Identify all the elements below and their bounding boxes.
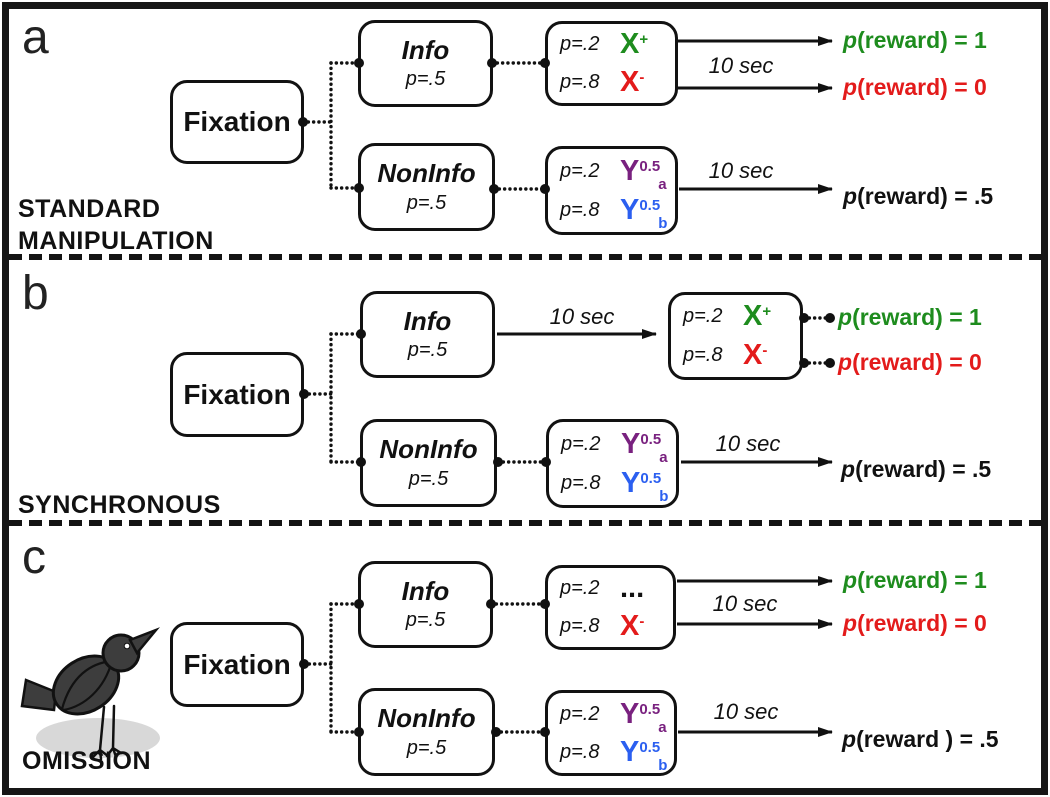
probability-label: p=.2	[560, 33, 600, 56]
bird-leg	[91, 705, 110, 761]
noninfo-stimulus-box-c: p=.2 Y0.5a p=.8 Y0.5b	[545, 690, 677, 776]
probability-label: p=.8	[560, 740, 600, 763]
noninfo-box-c: NonInfo p=.5	[358, 688, 495, 776]
reward-label-negative: p(reward) = 0	[843, 610, 987, 636]
stim-row: p=.2 X+	[683, 300, 771, 334]
stimulus-symbol-y-b: Y0.5b	[621, 466, 669, 505]
noninfo-title: NonInfo	[379, 434, 478, 465]
probability-label: p=.2	[560, 577, 600, 600]
fixation-box-c: Fixation	[170, 622, 304, 707]
stimulus-symbol-x-minus: X-	[743, 338, 768, 371]
info-title: Info	[401, 34, 450, 65]
info-probability: p=.5	[407, 339, 448, 362]
stimulus-symbol-y-b: Y0.5b	[620, 735, 668, 774]
stim-row: p=.2 Y0.5a	[560, 154, 669, 193]
probability-label: p=.8	[561, 471, 601, 494]
noninfo-stimulus-box-a: p=.2 Y0.5a p=.8 Y0.5b	[545, 146, 678, 235]
info-probability: p=.5	[405, 609, 446, 632]
bird-tail	[20, 678, 58, 712]
stim-row: p=.8 Y0.5b	[560, 735, 669, 774]
fixation-label: Fixation	[183, 378, 291, 410]
info-stimulus-box-c: p=.2 ... p=.8 X-	[545, 565, 676, 650]
stim-row: p=.2 X+	[560, 28, 648, 62]
delay-label: 10 sec	[708, 158, 774, 183]
probability-label: p=.2	[560, 159, 600, 182]
info-stimulus-box-b: p=.2 X+ p=.8 X-	[668, 292, 803, 380]
reward-label-positive: p(reward) = 1	[843, 27, 987, 53]
bird-shadow	[36, 718, 160, 758]
stim-row: p=.8 X-	[683, 338, 767, 372]
bird-beak	[128, 627, 160, 656]
probability-label: p=.2	[561, 432, 601, 455]
noninfo-box-a: NonInfo p=.5	[358, 143, 495, 231]
probability-label: p=.8	[560, 614, 600, 637]
reward-label-positive: p(reward) = 1	[843, 567, 987, 593]
stim-row: p=.8 Y0.5b	[561, 466, 670, 505]
info-box-c: Info p=.5	[358, 561, 493, 648]
stimulus-symbol-y-a: Y0.5a	[620, 154, 667, 193]
reward-label-negative: p(reward) = 0	[838, 349, 982, 375]
stim-row: p=.8 Y0.5b	[560, 193, 669, 232]
fixation-label: Fixation	[183, 106, 291, 138]
reward-label-positive: p(reward) = 1	[838, 304, 982, 330]
stim-row: p=.2 ...	[560, 572, 644, 606]
delay-label: 10 sec	[549, 304, 615, 329]
reward-label-mid: p(reward) = .5	[843, 183, 994, 209]
bird-leg	[105, 704, 123, 759]
noninfo-stimulus-box-b: p=.2 Y0.5a p=.8 Y0.5b	[546, 419, 679, 508]
stim-row: p=.2 Y0.5a	[560, 697, 669, 736]
stim-row: p=.2 Y0.5a	[561, 427, 670, 466]
delay-label: 10 sec	[713, 699, 779, 724]
fixation-label: Fixation	[183, 648, 291, 680]
panel-a-caption-line2: MANIPULATION	[18, 227, 214, 255]
delay-label: 10 sec	[715, 431, 781, 456]
panel-a-letter: a	[22, 11, 49, 64]
noninfo-probability: p=.5	[406, 191, 447, 214]
fixation-box-a: Fixation	[170, 80, 304, 164]
stim-row: p=.8 X-	[560, 609, 644, 643]
fixation-box-b: Fixation	[170, 352, 304, 437]
info-title: Info	[403, 305, 452, 336]
probability-label: p=.8	[560, 70, 600, 93]
stimulus-symbol-omitted: ...	[620, 572, 645, 605]
panel-c-letter: c	[22, 531, 46, 584]
bird-head	[101, 633, 141, 673]
bird-icon	[20, 627, 160, 761]
stimulus-symbol-y-b: Y0.5b	[620, 193, 668, 232]
probability-label: p=.2	[560, 702, 600, 725]
panel-b-caption: SYNCHRONOUS	[18, 491, 221, 519]
noninfo-title: NonInfo	[377, 703, 476, 734]
delay-label: 10 sec	[712, 591, 778, 616]
noninfo-box-b: NonInfo p=.5	[360, 419, 497, 507]
stimulus-symbol-x-plus: X+	[743, 300, 772, 333]
stimulus-symbol-y-a: Y0.5a	[621, 427, 668, 466]
info-box-b: Info p=.5	[360, 291, 495, 378]
noninfo-title: NonInfo	[377, 158, 476, 189]
probability-label: p=.8	[683, 343, 723, 366]
stimulus-symbol-y-a: Y0.5a	[620, 697, 667, 736]
delay-label: 10 sec	[708, 53, 774, 78]
stimulus-symbol-x-plus: X+	[620, 28, 649, 61]
reward-label-mid: p(reward) = .5	[841, 456, 992, 482]
reward-label-mid: p(reward ) = .5	[842, 726, 999, 752]
noninfo-probability: p=.5	[406, 736, 447, 759]
stim-row: p=.8 X-	[560, 65, 644, 99]
reward-label-negative: p(reward) = 0	[843, 74, 987, 100]
probability-label: p=.2	[683, 305, 723, 328]
panel-c-caption: OMISSION	[22, 747, 152, 775]
info-probability: p=.5	[405, 68, 446, 91]
panel-a-caption-line1: STANDARD	[18, 195, 161, 223]
probability-label: p=.8	[560, 198, 600, 221]
stimulus-symbol-x-minus: X-	[620, 609, 645, 642]
panel-b-letter: b	[22, 267, 49, 320]
bird-eye	[123, 642, 131, 650]
info-title: Info	[401, 575, 450, 606]
info-box-a: Info p=.5	[358, 20, 493, 107]
stimulus-symbol-x-minus: X-	[620, 65, 645, 98]
noninfo-probability: p=.5	[408, 467, 449, 490]
info-stimulus-box-a: p=.2 X+ p=.8 X-	[545, 21, 678, 106]
